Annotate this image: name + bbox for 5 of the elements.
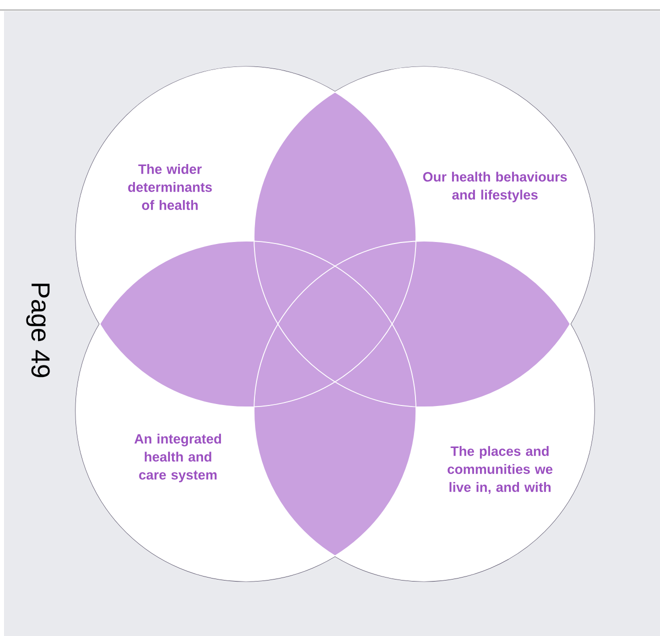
circle-label: The places and communities we live in, and with bbox=[448, 446, 552, 494]
circle-label: An integrated health and care system bbox=[134, 434, 221, 482]
circle-label: Our health behaviours and lifestyles bbox=[423, 172, 567, 202]
page-number: Page 49 bbox=[26, 284, 50, 378]
circle-label: The wider determinants of health bbox=[128, 164, 212, 210]
